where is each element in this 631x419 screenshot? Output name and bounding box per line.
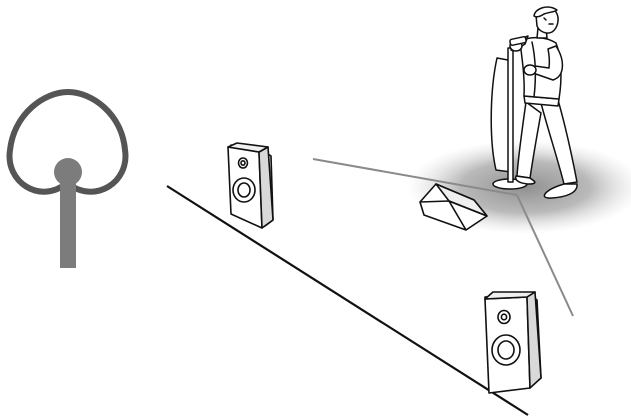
microphone-handle [60,172,76,268]
cardioid-microphone-icon [6,88,129,268]
pa-speaker-back [227,142,274,229]
speaker-woofer [491,334,521,366]
microphone-capsule [54,158,82,186]
mic-stand-pole [507,47,514,183]
cardioid-pattern-outline [6,88,129,195]
speaker-tweeter [237,157,249,169]
speaker-woofer [232,177,256,203]
sight-line-to-back-speaker [312,158,518,196]
singer-with-mic-stand-icon [490,6,578,199]
floor-monitor-wedge-icon [419,183,488,231]
sight-line-to-front-speaker [516,194,574,317]
speaker-tweeter [497,309,511,325]
stage-edge-line [166,185,529,416]
pa-speaker-front [484,291,542,394]
